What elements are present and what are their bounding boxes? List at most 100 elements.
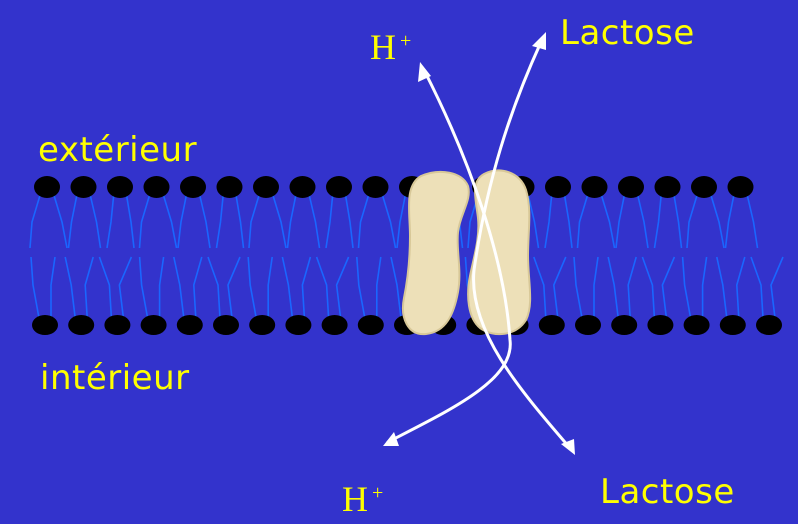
lipid-head <box>180 176 206 198</box>
lipid-tail <box>119 257 131 318</box>
lipid-tail <box>85 257 93 318</box>
lipid-head <box>326 176 352 198</box>
lipid-head <box>618 176 644 198</box>
lipid-tail <box>637 192 648 248</box>
lipid-tail <box>359 192 370 248</box>
lipid-tail <box>199 192 210 248</box>
lipid-tail <box>747 192 758 248</box>
lipid-tail <box>674 192 682 248</box>
lipid-tail <box>178 192 187 248</box>
lipid-head <box>217 176 243 198</box>
lipid-head <box>575 315 601 335</box>
lipid-head <box>358 315 384 335</box>
proton-bottom-charge: + <box>372 482 383 504</box>
lipid-head <box>71 176 97 198</box>
lipid-tail <box>208 257 220 318</box>
lipid-head <box>756 315 782 335</box>
lipid-tail <box>616 192 625 248</box>
lipid-tail <box>51 257 55 318</box>
lipid-head <box>68 315 94 335</box>
protein-left-subunit <box>403 172 469 334</box>
lipid-tail <box>574 257 582 318</box>
lipid-tail <box>65 257 75 318</box>
lactose-bottom-label: Lactose <box>600 472 735 512</box>
lipid-tail <box>554 257 566 318</box>
lipid-tail <box>268 257 272 318</box>
lipid-tail <box>90 192 101 248</box>
lipid-tail <box>126 192 134 248</box>
lipid-tail <box>326 192 333 248</box>
lipid-tail <box>194 257 202 318</box>
lipid-head <box>691 176 717 198</box>
lipid-head <box>363 176 389 198</box>
lipid-head <box>582 176 608 198</box>
lipid-tail <box>248 257 256 318</box>
lipid-head <box>32 315 58 335</box>
lipid-tail <box>545 192 552 248</box>
lactose-top-label: Lactose <box>560 13 695 53</box>
lipid-tail <box>534 257 546 318</box>
lipid-tail <box>309 192 320 248</box>
lipid-tail <box>160 257 164 318</box>
lipid-tail <box>228 257 240 318</box>
lipid-head <box>285 315 311 335</box>
lipid-tail <box>31 257 39 318</box>
lipid-tail <box>345 192 353 248</box>
lipid-tail <box>282 257 292 318</box>
lipid-tail <box>601 192 615 248</box>
lipid-head <box>290 176 316 198</box>
lipid-tail <box>53 192 67 248</box>
lipid-head <box>213 315 239 335</box>
lipid-tail <box>751 257 763 318</box>
proton-top-label: H+ <box>370 26 411 68</box>
lipid-tail <box>594 257 598 318</box>
lipid-head <box>144 176 170 198</box>
lipid-head <box>720 315 746 335</box>
lactose-arrow-head-top <box>532 32 546 50</box>
lipid-tail <box>30 192 41 248</box>
lipid-tail <box>288 192 297 248</box>
lipid-tail <box>687 192 698 248</box>
lipid-tail <box>236 192 244 248</box>
lipid-tail <box>140 257 148 318</box>
lipid-tail <box>99 257 111 318</box>
proton-bottom-symbol: H <box>342 479 368 519</box>
lipid-head <box>141 315 167 335</box>
lipid-tail <box>655 192 662 248</box>
lipid-tail <box>628 257 636 318</box>
lipid-tail <box>357 257 365 318</box>
lipid-head <box>253 176 279 198</box>
lipid-head <box>611 315 637 335</box>
lipid-tail <box>217 192 224 248</box>
lipid-tail <box>737 257 745 318</box>
lipid-tail <box>140 192 151 248</box>
lipid-tail <box>564 192 572 248</box>
lipid-tail <box>717 257 727 318</box>
proton-top-charge: + <box>400 30 411 52</box>
lipid-head <box>104 315 130 335</box>
lipid-head <box>728 176 754 198</box>
lipid-tail <box>174 257 184 318</box>
proton-bottom-label: H+ <box>342 478 383 520</box>
lipid-head <box>177 315 203 335</box>
lipid-tail <box>382 192 396 248</box>
lipid-tail <box>642 257 654 318</box>
lipid-tail <box>608 257 618 318</box>
outside-label: extérieur <box>38 130 197 170</box>
symporter-protein <box>403 171 530 335</box>
lipid-head <box>107 176 133 198</box>
lipid-tail <box>397 192 406 248</box>
lipid-tail <box>69 192 78 248</box>
lipid-tail <box>703 257 707 318</box>
lipid-tail <box>771 257 783 318</box>
lipid-head <box>34 176 60 198</box>
lipid-head <box>539 315 565 335</box>
lipid-head <box>545 176 571 198</box>
lipid-tail <box>272 192 286 248</box>
lipid-tail <box>317 257 329 318</box>
lipid-tail <box>578 192 589 248</box>
lipid-tail <box>107 192 114 248</box>
lipid-tail <box>391 257 401 318</box>
